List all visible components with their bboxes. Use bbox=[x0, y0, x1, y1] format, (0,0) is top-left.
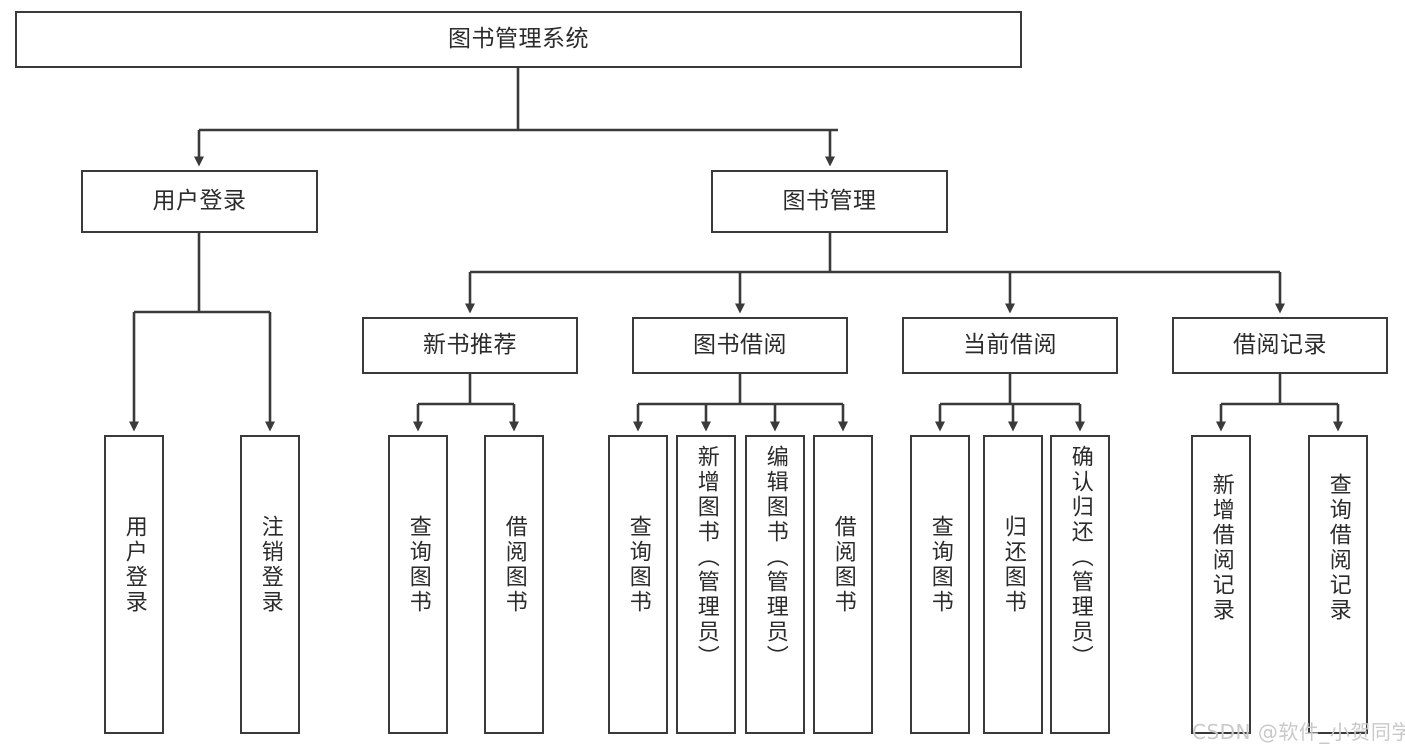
leaf-query-book-current[interactable]: 查询图书 bbox=[910, 435, 970, 734]
leaf-borrow-book-recommend-label: 借阅图书 bbox=[501, 515, 527, 615]
node-book-borrow[interactable]: 图书借阅 bbox=[632, 317, 848, 374]
node-root-label: 图书管理系统 bbox=[448, 26, 589, 53]
node-borrow-record[interactable]: 借阅记录 bbox=[1172, 317, 1388, 374]
node-user-login-label: 用户登录 bbox=[152, 188, 247, 215]
leaf-query-book-borrow-label: 查询图书 bbox=[625, 515, 651, 615]
leaf-logout[interactable]: 注销登录 bbox=[240, 435, 300, 734]
node-current-borrow-label: 当前借阅 bbox=[963, 332, 1057, 359]
leaf-query-borrow-record-label: 查询借阅记录 bbox=[1325, 473, 1351, 623]
node-user-login[interactable]: 用户登录 bbox=[81, 170, 318, 233]
node-new-book-recommend-label: 新书推荐 bbox=[423, 332, 517, 359]
leaf-return-book-label: 归还图书 bbox=[1000, 515, 1026, 615]
leaf-query-book-borrow[interactable]: 查询图书 bbox=[608, 435, 668, 734]
node-book-borrow-label: 图书借阅 bbox=[693, 332, 787, 359]
csdn-watermark-text: CSDN @软件_小贺同学 bbox=[1192, 720, 1405, 744]
node-book-management-label: 图书管理 bbox=[782, 188, 877, 215]
leaf-query-book-recommend[interactable]: 查询图书 bbox=[388, 435, 448, 734]
leaf-logout-label: 注销登录 bbox=[257, 515, 283, 615]
leaf-add-borrow-record-label: 新增借阅记录 bbox=[1208, 473, 1234, 623]
leaf-confirm-return-admin[interactable]: 确认归还（管理员） bbox=[1050, 435, 1110, 734]
node-book-management[interactable]: 图书管理 bbox=[711, 170, 948, 233]
leaf-add-borrow-record[interactable]: 新增借阅记录 bbox=[1191, 435, 1251, 734]
leaf-confirm-return-admin-label: 确认归还（管理员） bbox=[1067, 445, 1093, 670]
leaf-return-book[interactable]: 归还图书 bbox=[983, 435, 1043, 734]
leaf-borrow-book-recommend[interactable]: 借阅图书 bbox=[484, 435, 544, 734]
leaf-query-book-recommend-label: 查询图书 bbox=[405, 515, 431, 615]
leaf-borrow-book[interactable]: 借阅图书 bbox=[813, 435, 873, 734]
node-borrow-record-label: 借阅记录 bbox=[1233, 332, 1327, 359]
leaf-edit-book-admin-label: 编辑图书（管理员） bbox=[762, 445, 788, 670]
node-root[interactable]: 图书管理系统 bbox=[15, 11, 1022, 68]
node-current-borrow[interactable]: 当前借阅 bbox=[902, 317, 1118, 374]
leaf-add-book-admin[interactable]: 新增图书（管理员） bbox=[676, 435, 736, 734]
leaf-borrow-book-label: 借阅图书 bbox=[830, 515, 856, 615]
leaf-add-book-admin-label: 新增图书（管理员） bbox=[693, 445, 719, 670]
leaf-user-login-label: 用户登录 bbox=[121, 515, 147, 615]
leaf-edit-book-admin[interactable]: 编辑图书（管理员） bbox=[745, 435, 805, 734]
leaf-query-borrow-record[interactable]: 查询借阅记录 bbox=[1308, 435, 1368, 734]
leaf-user-login[interactable]: 用户登录 bbox=[104, 435, 164, 734]
node-new-book-recommend[interactable]: 新书推荐 bbox=[362, 317, 578, 374]
leaf-query-book-current-label: 查询图书 bbox=[927, 515, 953, 615]
csdn-watermark: CSDN @软件_小贺同学 bbox=[1192, 716, 1405, 745]
